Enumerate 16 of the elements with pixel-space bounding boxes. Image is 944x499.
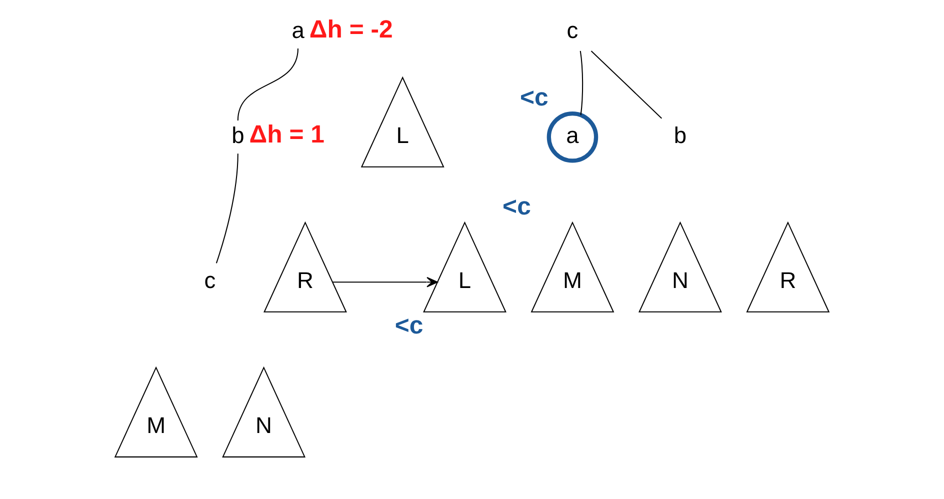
node-label: Δh = 1 xyxy=(249,120,325,148)
node-label: <c xyxy=(502,192,531,220)
node-text: a xyxy=(292,16,304,43)
node-text: b xyxy=(232,122,244,148)
connector xyxy=(590,50,662,119)
arrow xyxy=(332,276,438,288)
node-text: c xyxy=(204,266,216,293)
connector xyxy=(216,154,238,264)
node-circle: a xyxy=(546,111,598,163)
node-label: <c xyxy=(520,84,548,112)
node-text: c xyxy=(566,16,578,43)
node-label: <c xyxy=(394,312,424,340)
connector xyxy=(237,48,298,121)
node-label: Δh = -2 xyxy=(309,15,393,44)
node-text: b xyxy=(674,122,687,148)
connector xyxy=(580,50,584,116)
